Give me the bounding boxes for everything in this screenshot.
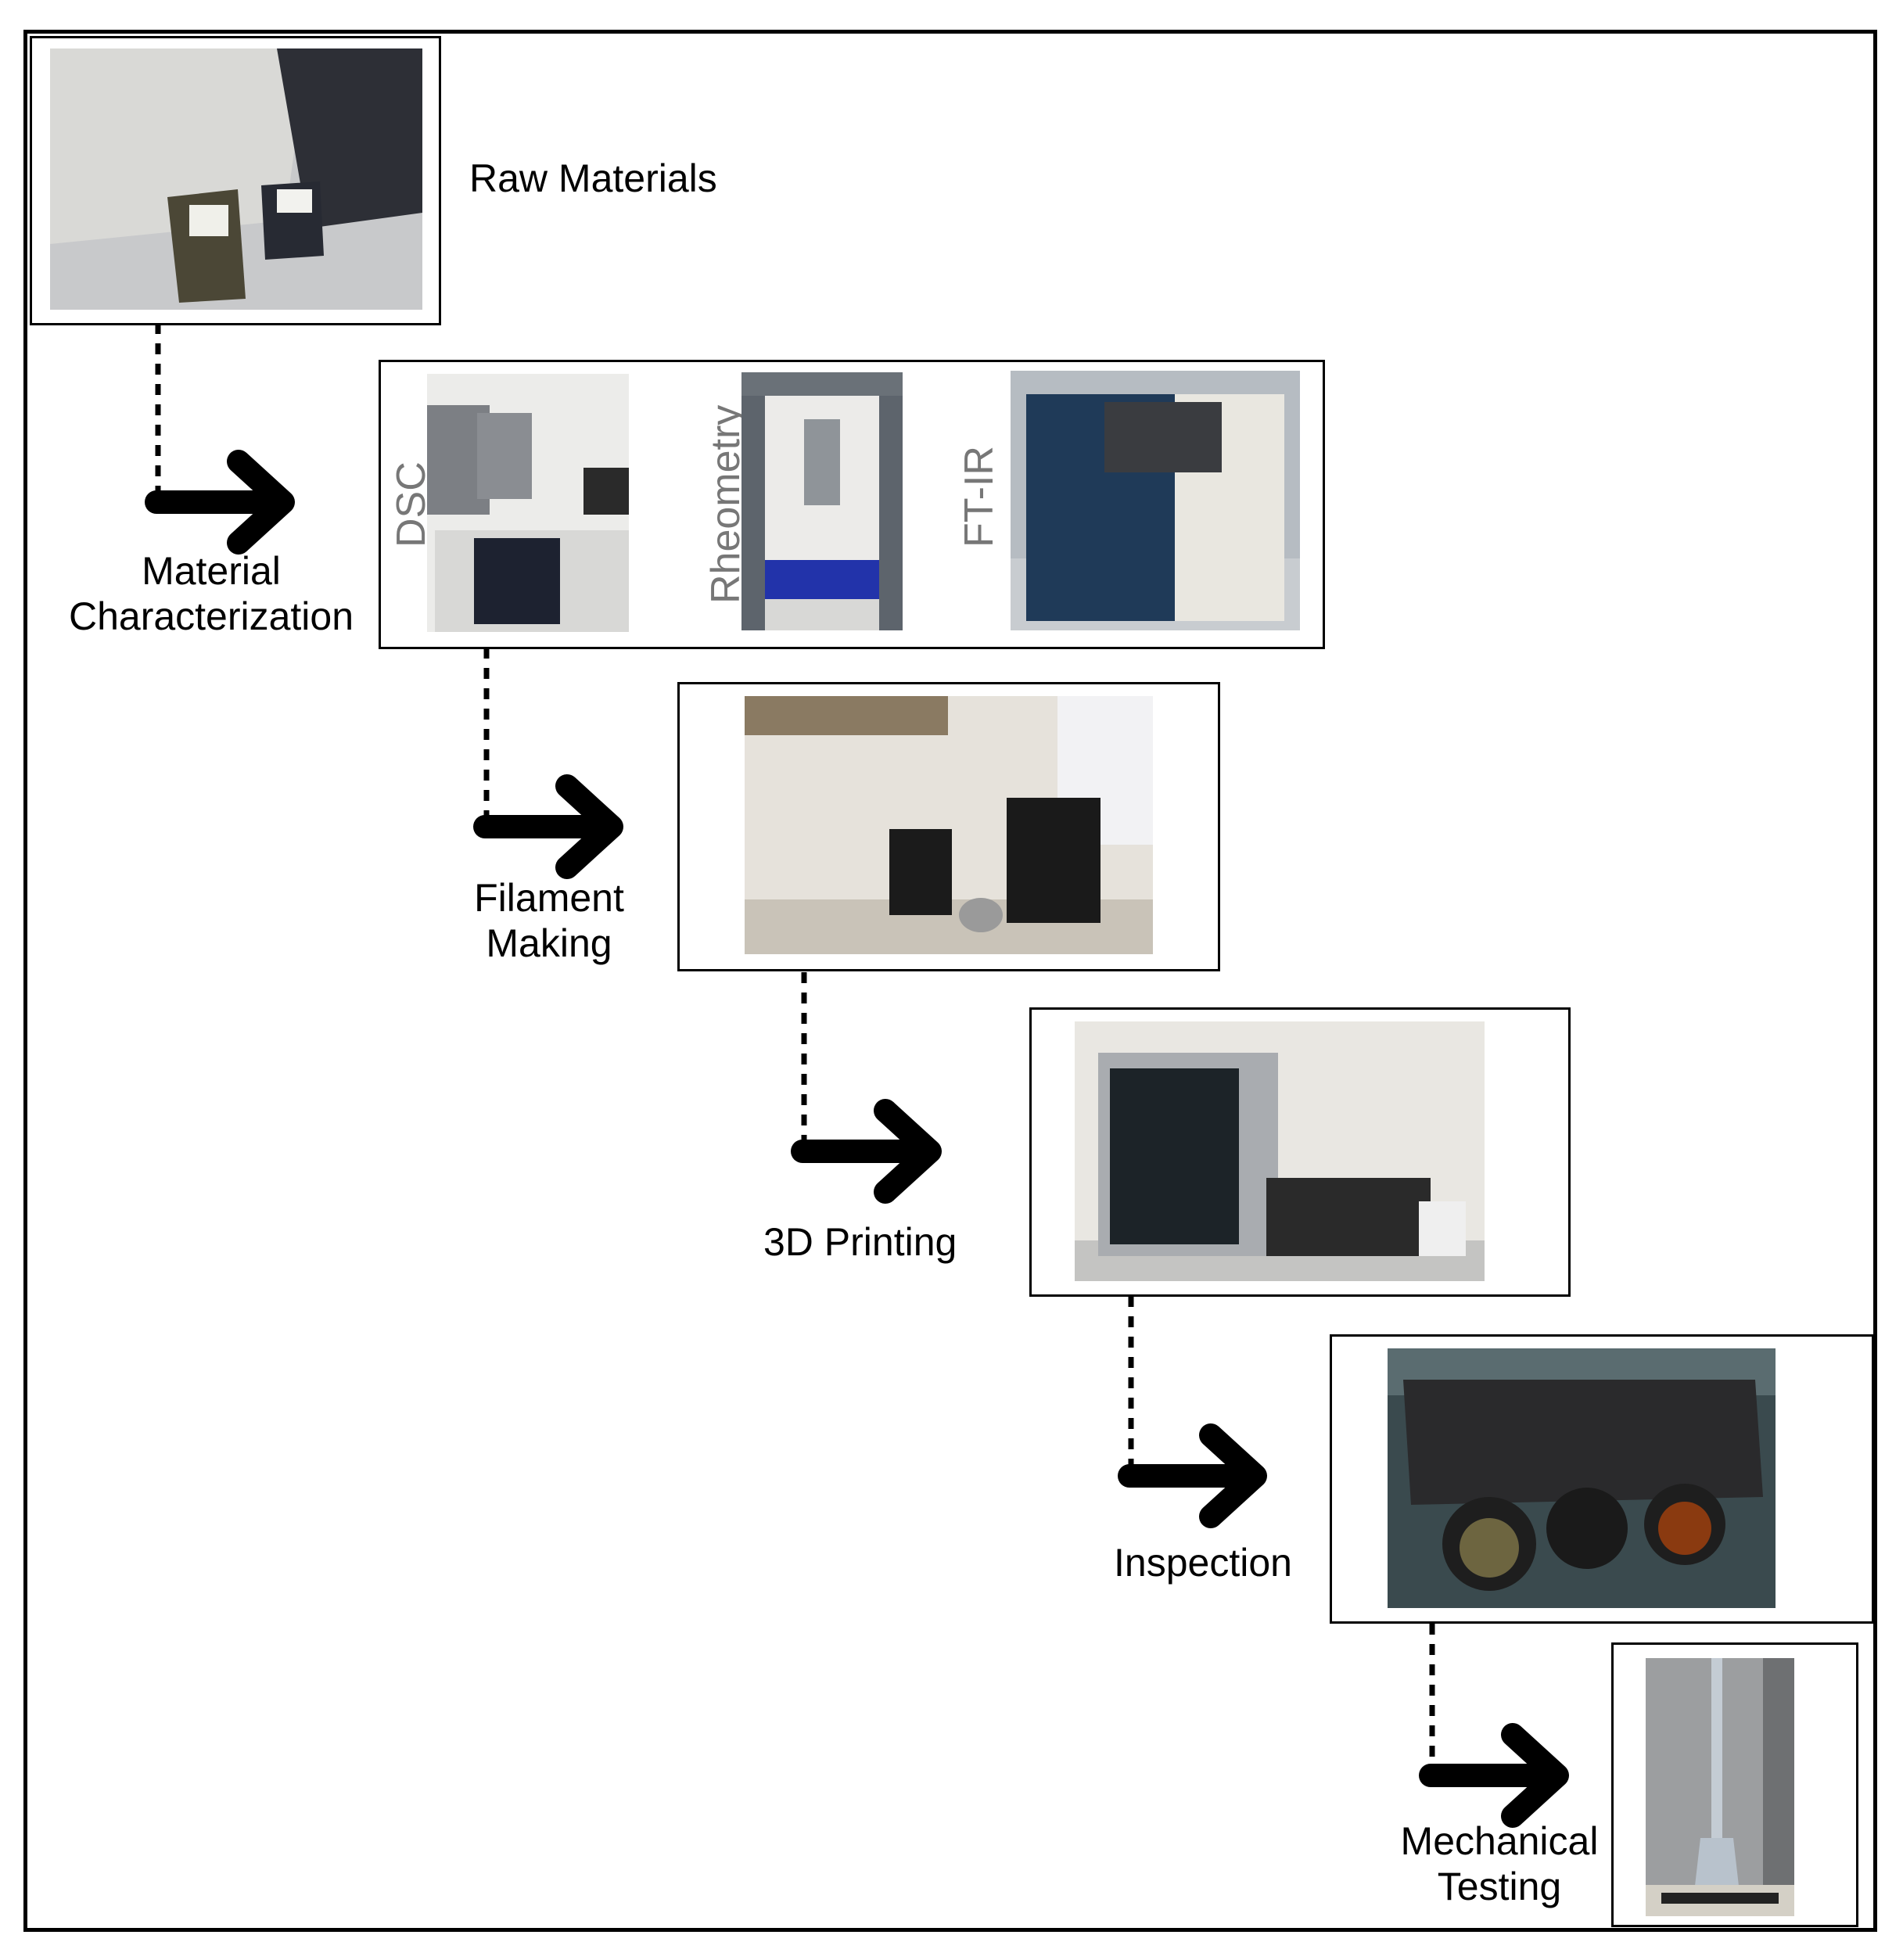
inspection-label: Inspection: [1114, 1541, 1292, 1585]
label-line: Mechanical: [1400, 1819, 1599, 1863]
label-line: Testing: [1437, 1864, 1562, 1908]
ftir-label: FT-IR: [957, 446, 1002, 547]
material-characterization-label: Material Characterization: [56, 549, 366, 639]
label-line: Characterization: [68, 594, 354, 638]
label-line: Material: [142, 549, 281, 593]
ftir-photo: [1011, 371, 1300, 630]
rheometry-photo: [741, 372, 903, 630]
testing-photo: [1646, 1658, 1794, 1916]
dsc-photo: [427, 374, 629, 632]
mechanical-testing-label: Mechanical Testing: [1386, 1819, 1613, 1909]
label-line: Filament: [474, 876, 624, 920]
raw-materials-label: Raw Materials: [469, 156, 717, 200]
raw-materials-photo: [50, 48, 422, 310]
filament-making-label: Filament Making: [463, 876, 635, 966]
filament-photo: [745, 696, 1153, 954]
printing-photo: [1075, 1021, 1485, 1281]
printing-label: 3D Printing: [763, 1220, 957, 1264]
diagram-frame: [23, 30, 1877, 1932]
label-line: Making: [486, 921, 612, 965]
inspection-photo: [1388, 1348, 1776, 1608]
